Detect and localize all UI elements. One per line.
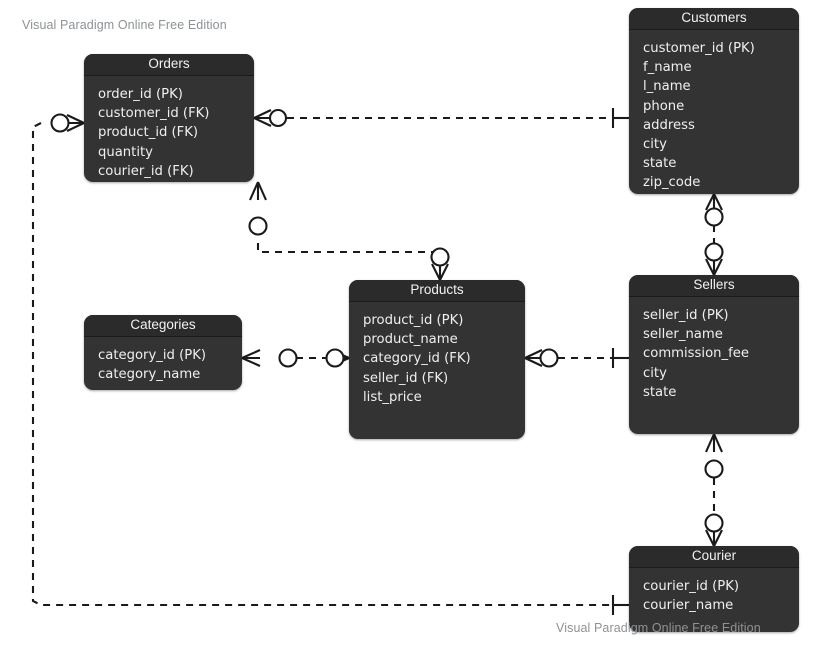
crowsfoot-sellers-courier-to [704,513,724,547]
attribute: customer_id (PK) [643,41,755,56]
attribute: quantity [98,144,153,160]
entity-sellers-attributes: seller_id (PK) seller_name commission_fe… [629,297,799,412]
attribute: state [643,384,677,400]
entity-orders-title: Orders [84,54,254,76]
entity-courier-title: Courier [629,546,799,568]
crowsfoot-orders-courier-from [50,113,85,133]
attribute: category_id (PK) [98,348,206,363]
entity-categories-title: Categories [84,315,242,337]
relationship-orders-customers [253,108,629,128]
attribute: f_name [643,60,692,76]
attribute: customer_id (FK) [98,106,210,122]
entity-customers-attributes: customer_id (PK) f_name l_name phone add… [629,30,799,194]
crowsfoot-orders-products-from [248,181,268,236]
attribute: seller_name [643,327,723,343]
tick-orders-courier-to [611,595,629,615]
tick-orders-customers-to [611,108,629,128]
crowsfoot-orders-customers-from [253,108,288,128]
entity-customers[interactable]: Customers customer_id (PK) f_name l_name… [629,8,799,194]
attribute: product_id (PK) [363,313,464,328]
entity-courier[interactable]: Courier courier_id (PK) courier_name [629,546,799,632]
attribute: order_id (PK) [98,87,183,102]
tick-products-sellers-to [611,348,629,368]
crowsfoot-customers-sellers-from [704,193,724,227]
attribute: product_id (FK) [98,125,199,141]
attribute: phone [643,98,685,114]
crowsfoot-orders-products-to [430,247,450,281]
entity-categories[interactable]: Categories category_id (PK) category_nam… [84,315,242,390]
entity-products-attributes: product_id (PK) product_name category_id… [349,302,525,417]
relationship-products-sellers [524,348,629,368]
watermark-bottom: Visual Paradigm Online Free Edition [556,621,761,635]
entity-products-title: Products [349,280,525,302]
entity-courier-attributes: courier_id (PK) courier_name [629,568,799,625]
attribute: seller_id (FK) [363,370,449,386]
attribute: l_name [643,79,691,95]
attribute: list_price [363,389,422,405]
attribute: commission_fee [643,346,749,362]
relationship-categories-products [241,348,350,368]
attribute: courier_id (PK) [643,579,740,594]
crowsfoot-sellers-courier-from [704,433,724,479]
entity-categories-attributes: category_id (PK) category_name [84,337,242,390]
crowsfoot-categories-products-from [241,348,298,368]
attribute: courier_name [643,598,734,614]
attribute: category_name [98,367,201,383]
relationship-customers-sellers [704,193,724,276]
attribute: address [643,117,695,133]
entity-orders-attributes: order_id (PK) customer_id (FK) product_i… [84,76,254,182]
attribute: state [643,156,677,172]
entity-customers-title: Customers [629,8,799,30]
crowsfoot-customers-sellers-to [704,242,724,276]
watermark-top: Visual Paradigm Online Free Edition [22,18,227,32]
entity-orders[interactable]: Orders order_id (PK) customer_id (FK) pr… [84,54,254,182]
crowsfoot-products-sellers-from [524,348,559,368]
crowsfoot-categories-products-to [325,348,350,368]
entity-sellers[interactable]: Sellers seller_id (PK) seller_name commi… [629,275,799,434]
attribute: zip_code [643,175,701,191]
entity-products[interactable]: Products product_id (PK) product_name ca… [349,280,525,439]
attribute: city [643,365,667,381]
attribute: category_id (FK) [363,351,471,367]
attribute: courier_id (FK) [98,163,194,179]
attribute: city [643,137,667,153]
relationship-sellers-courier [704,433,724,547]
entity-sellers-title: Sellers [629,275,799,297]
attribute: seller_id (PK) [643,308,729,323]
attribute: product_name [363,332,458,348]
relationship-orders-products [248,181,450,281]
